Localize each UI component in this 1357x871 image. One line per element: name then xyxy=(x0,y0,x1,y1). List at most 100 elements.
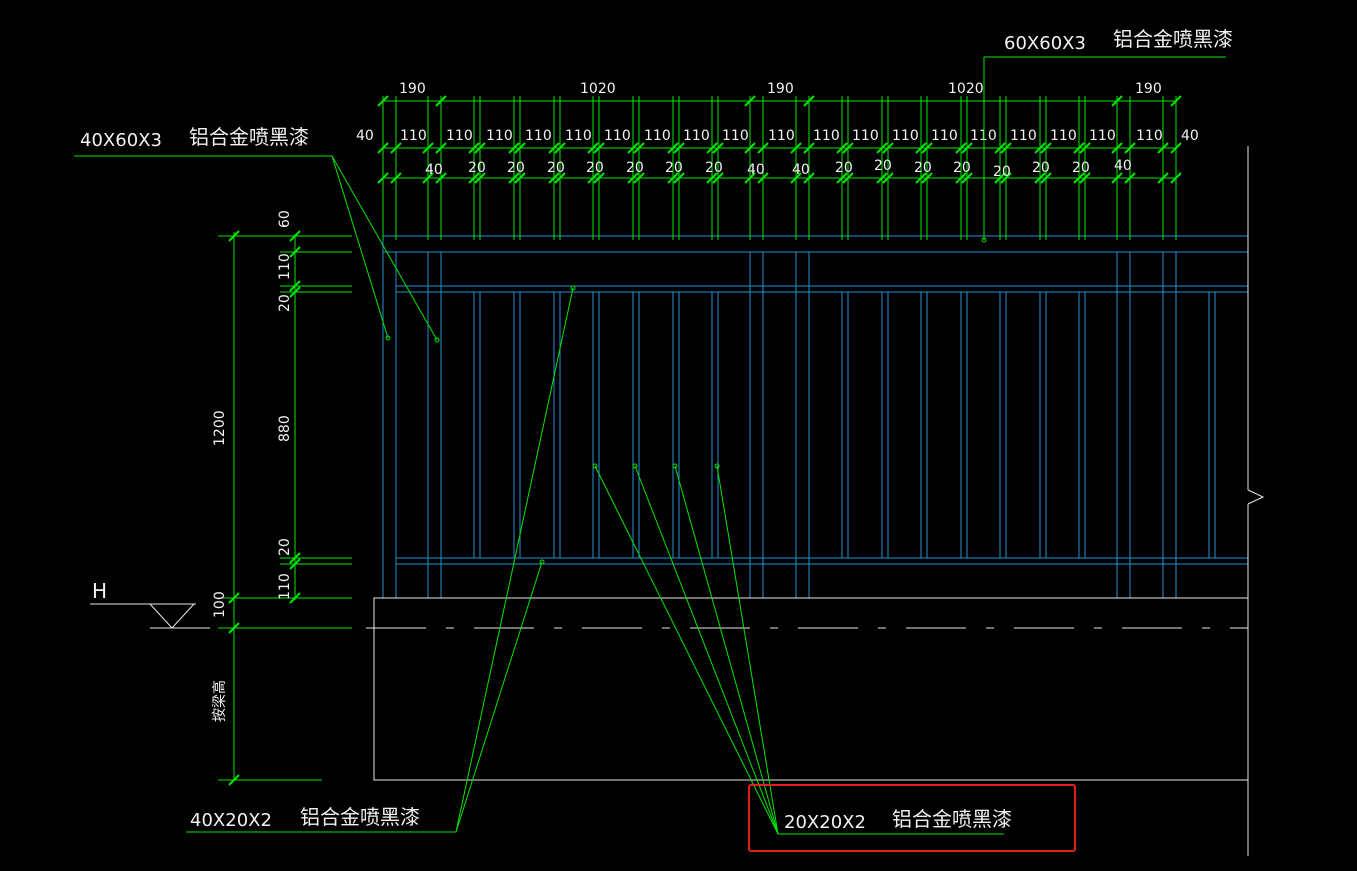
dim-tick xyxy=(435,142,447,154)
dim-tick xyxy=(474,172,486,184)
dim-text: 40 xyxy=(792,162,810,178)
dim-tick xyxy=(955,142,967,154)
dim-tick xyxy=(673,142,685,154)
dim-text: 1200 xyxy=(212,410,228,446)
dim-text: 880 xyxy=(277,415,293,442)
dim-tick xyxy=(790,172,802,184)
dim-tick xyxy=(627,172,639,184)
dim-tick xyxy=(1170,95,1182,107)
dim-text: 110 xyxy=(604,128,631,144)
dim-text: 20 xyxy=(277,294,293,312)
dim-tick xyxy=(554,142,566,154)
dim-row-2: 40 110 110 110 110 110 110 110 110 110 1… xyxy=(356,128,1199,144)
dim-tick xyxy=(744,95,756,107)
dim-tick xyxy=(633,172,645,184)
dim-tick xyxy=(744,142,756,154)
dim-tick xyxy=(593,142,605,154)
balusters-group xyxy=(473,292,1216,558)
dim-text: 60 xyxy=(277,210,293,228)
dim-text: 110 xyxy=(1010,128,1037,144)
dim-tick xyxy=(474,142,486,154)
dim-tick xyxy=(1111,172,1123,184)
dim-tick xyxy=(1170,142,1182,154)
dim-text: 20 xyxy=(586,160,604,176)
dim-tick xyxy=(1157,172,1169,184)
dim-tick xyxy=(1111,95,1123,107)
dim-row-3: 40 20 20 20 20 20 20 20 40 40 20 20 20 2… xyxy=(425,158,1132,180)
level-label: H xyxy=(92,579,107,603)
dim-text: 110 xyxy=(277,573,293,600)
dim-text: 20 xyxy=(507,160,525,176)
highlight-box xyxy=(748,784,1076,852)
dim-text: 110 xyxy=(1136,128,1163,144)
posts-group xyxy=(382,252,1177,598)
dim-tick xyxy=(468,172,480,184)
dim-tick xyxy=(706,172,718,184)
dim-tick xyxy=(915,172,927,184)
dim-tick xyxy=(390,172,402,184)
dim-tick xyxy=(390,142,402,154)
level-mark: H xyxy=(90,579,196,629)
dim-text: 110 xyxy=(852,128,879,144)
base-curb xyxy=(150,146,1265,856)
dim-tick xyxy=(1124,172,1136,184)
dim-text: 110 xyxy=(644,128,671,144)
dim-tick xyxy=(1073,142,1085,154)
spec-text: 20X20X2 xyxy=(784,812,866,833)
dim-tick xyxy=(514,172,526,184)
dim-tick xyxy=(593,172,605,184)
beam-height-label: 按梁高 xyxy=(211,680,228,722)
material-text: 铝合金喷黑漆 xyxy=(1113,27,1233,51)
dim-text: 110 xyxy=(813,128,840,144)
dim-tick xyxy=(1034,142,1046,154)
dim-tick xyxy=(554,172,566,184)
dim-tick xyxy=(921,172,933,184)
dim-tick xyxy=(377,172,389,184)
dim-tick xyxy=(1079,142,1091,154)
top-dimensions: 190 1020 190 1020 190 40 110 110 110 110… xyxy=(356,81,1199,240)
dim-tick xyxy=(744,172,756,184)
dim-text: 20 xyxy=(914,160,932,176)
dim-tick xyxy=(1000,142,1012,154)
dim-tick xyxy=(548,142,560,154)
dim-text: 20 xyxy=(547,160,565,176)
dim-tick xyxy=(1124,142,1136,154)
dim-text: 110 xyxy=(400,128,427,144)
dim-tick xyxy=(435,95,447,107)
dim-tick xyxy=(876,172,888,184)
dim-tick xyxy=(514,142,526,154)
dim-text: 1020 xyxy=(580,81,616,97)
dim-tick xyxy=(757,172,769,184)
dim-tick xyxy=(1040,142,1052,154)
dim-text: 40 xyxy=(747,162,765,178)
dim-tick xyxy=(422,142,434,154)
dim-tick xyxy=(757,142,769,154)
material-text: 铝合金喷黑漆 xyxy=(300,805,420,829)
dim-text: 20 xyxy=(1032,160,1050,176)
dim-text: 40 xyxy=(1181,128,1199,144)
dim-text: 110 xyxy=(446,128,473,144)
dim-tick xyxy=(842,172,854,184)
dim-tick xyxy=(1157,142,1169,154)
dim-tick xyxy=(1073,172,1085,184)
dim-text: 20 xyxy=(626,160,644,176)
spec-text: 40X60X3 xyxy=(80,130,162,151)
dim-text: 20 xyxy=(665,160,683,176)
dim-text: 20 xyxy=(993,164,1011,180)
dim-tick xyxy=(1111,142,1123,154)
dim-text: 20 xyxy=(277,538,293,556)
material-text: 铝合金喷黑漆 xyxy=(892,807,1012,831)
dim-text: 190 xyxy=(767,81,794,97)
callout-top-left: 40X60X3 铝合金喷黑漆 xyxy=(74,125,440,343)
dim-text: 110 xyxy=(525,128,552,144)
dim-tick xyxy=(667,172,679,184)
dim-tick xyxy=(468,142,480,154)
material-text: 铝合金喷黑漆 xyxy=(189,125,309,149)
dim-tick xyxy=(836,142,848,154)
dim-text: 20 xyxy=(705,160,723,176)
dim-tick xyxy=(836,172,848,184)
dim-tick xyxy=(1034,172,1046,184)
dim-text: 100 xyxy=(212,591,228,618)
dim-text: 20 xyxy=(953,160,971,176)
